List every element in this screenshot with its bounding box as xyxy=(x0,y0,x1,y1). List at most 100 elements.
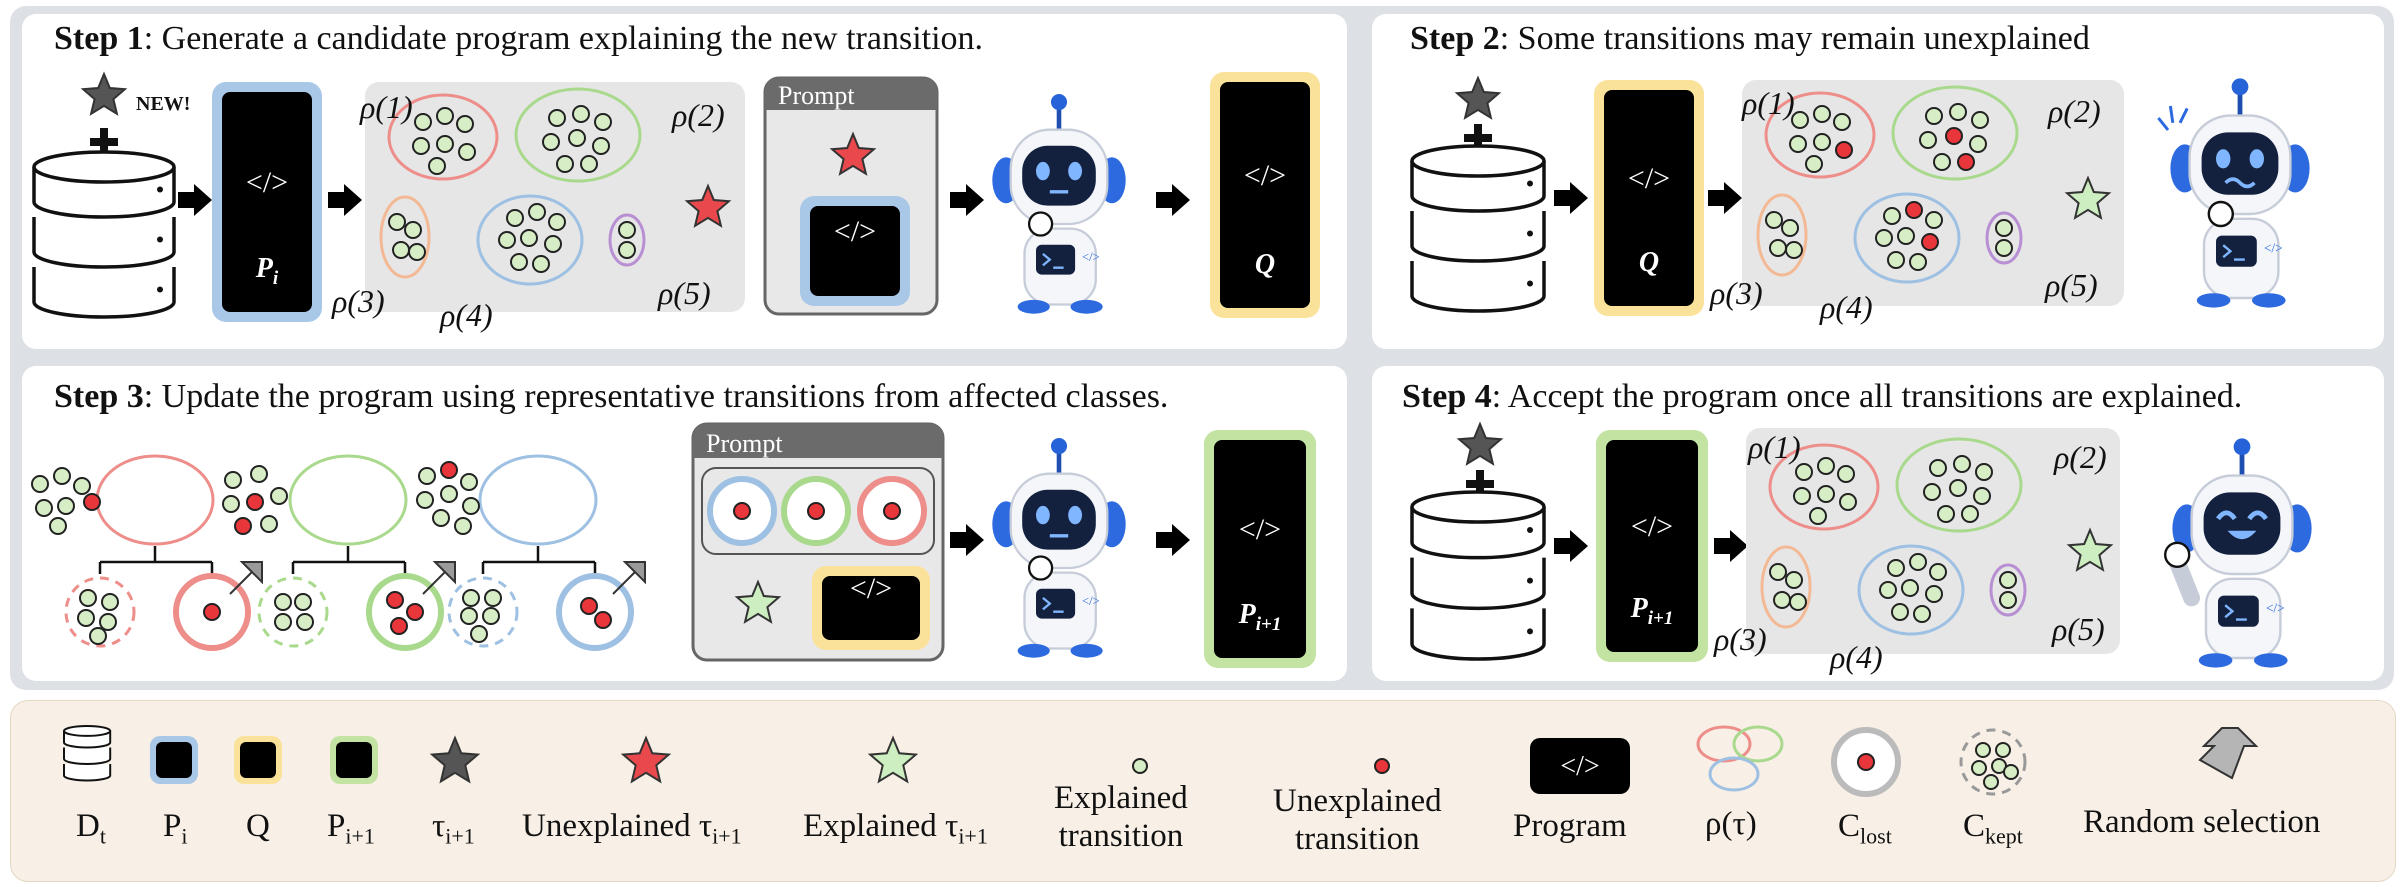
class-label-2: ρ(2) xyxy=(2053,439,2107,475)
database-icon xyxy=(1410,490,1546,661)
unexplained-transition-dot xyxy=(1921,233,1939,251)
explained-transition-dot xyxy=(572,105,590,123)
explained-transition-dot xyxy=(1969,135,1987,153)
explained-transition-dot xyxy=(1891,603,1909,621)
explained-transition-dot xyxy=(510,253,528,271)
explained-transition-dot xyxy=(53,467,71,485)
explained-transition-dot xyxy=(1781,219,1799,237)
robot-hand xyxy=(2207,200,2235,228)
class-label-1: ρ(1) xyxy=(1747,429,1801,465)
class-label-3: ρ(3) xyxy=(331,283,385,319)
unexplained-transition-dot xyxy=(1835,141,1853,159)
explained-transition-dot xyxy=(436,107,454,125)
explained-transition-dot xyxy=(1909,553,1927,571)
new-transition-star-icon xyxy=(1454,75,1502,120)
legend-q-label: Q xyxy=(246,808,270,844)
robot-foot xyxy=(1017,643,1050,658)
robot-antenna-tip xyxy=(2233,438,2251,456)
unexplained-transition-dot xyxy=(580,597,598,615)
robot-eye xyxy=(1036,505,1050,525)
unexplained-transition-dot xyxy=(1374,758,1390,774)
explained-transition-dot xyxy=(1953,455,1971,473)
explained-transition-dot xyxy=(388,213,406,231)
class-ring-1 xyxy=(387,93,499,181)
random-selection-arrow-icon xyxy=(422,561,456,595)
robot-chest-glyph xyxy=(2222,244,2245,261)
robot-mouth xyxy=(2227,530,2257,540)
explained-transition-dot xyxy=(542,133,560,151)
database-layer xyxy=(63,747,112,765)
class-label-3: ρ(3) xyxy=(1709,275,1763,311)
class-ring-2 xyxy=(1891,85,2019,181)
robot-eye xyxy=(2249,149,2264,169)
explained-transition-dot xyxy=(404,221,422,239)
robot-face xyxy=(2203,492,2281,555)
explained-transition-dot xyxy=(1929,459,1947,477)
database-led xyxy=(1527,230,1533,237)
explained-transition-dot xyxy=(462,589,480,607)
explained-transition-dot xyxy=(548,109,566,127)
database-led xyxy=(157,236,163,243)
robot-antenna-tip xyxy=(1050,94,1068,111)
robot-foot xyxy=(1017,299,1050,314)
explained-transition-dot xyxy=(1937,505,1955,523)
robot-chest-glyph xyxy=(1042,253,1064,269)
legend-rho-ring xyxy=(1696,725,1752,763)
explained-transition-dot xyxy=(260,515,278,533)
explained-transition-dot xyxy=(1817,485,1835,503)
robot-foot xyxy=(2252,293,2286,308)
arrow-icon xyxy=(950,524,984,556)
transition-space xyxy=(1746,428,2120,654)
legend-random-selection-label: Random selection xyxy=(2083,804,2321,840)
robot-fist xyxy=(2163,541,2191,569)
explained-transition-dot xyxy=(458,143,476,161)
plus-icon xyxy=(1464,134,1492,142)
explained-transition-dot xyxy=(1925,107,1943,125)
explained-transition-dot xyxy=(1923,483,1941,501)
unexplained-transition-dot xyxy=(246,493,264,511)
explained-transition-dot xyxy=(1837,465,1855,483)
explained-transition-dot xyxy=(1961,505,1979,523)
program-label-sub: i+1 xyxy=(1648,608,1674,629)
explained-transition-dot xyxy=(1839,493,1857,511)
explained-transition-dot xyxy=(1999,591,2017,609)
explained-transition-dot xyxy=(392,241,410,259)
program-label-sub: i+1 xyxy=(1256,614,1282,635)
new-badge: NEW! xyxy=(136,93,190,115)
step4-title: Step 4: Accept the program once all tran… xyxy=(1402,378,2243,415)
explained-transition-dot xyxy=(470,625,488,643)
robot-code-mark: </> xyxy=(1082,250,1100,264)
explained-transition-dot xyxy=(1765,211,1783,229)
explained-transition-dot xyxy=(482,607,500,625)
unexplained-transition-dot xyxy=(1857,753,1875,771)
explained-transition-dot xyxy=(528,203,546,221)
plus-icon xyxy=(1466,480,1494,488)
legend-random-selection-arrow-icon xyxy=(2198,727,2259,780)
robot-eye xyxy=(1036,161,1050,181)
explained-transition-dot xyxy=(1949,479,1967,497)
tree-branch xyxy=(291,546,407,574)
robot-foot xyxy=(1070,299,1103,314)
arrow-icon xyxy=(1554,530,1588,562)
explained-transition-dot xyxy=(1909,253,1927,271)
tree-branch xyxy=(98,546,214,574)
explained-transition-dot xyxy=(1785,571,1803,589)
explained-transition-dot xyxy=(484,589,502,607)
database-led xyxy=(1527,577,1533,584)
explained-transition-dot xyxy=(2003,764,2019,780)
robot-code-mark: </> xyxy=(2266,600,2285,615)
robot-eye xyxy=(2216,149,2231,169)
parent-class-ring xyxy=(478,454,598,546)
explained-transition-dot xyxy=(1897,227,1915,245)
explained-transition-dot xyxy=(618,221,636,239)
code-glyph: </> xyxy=(834,215,876,248)
legend-ckept-label: Ckept xyxy=(1963,808,2023,849)
explained-transition-dot xyxy=(1791,111,1809,129)
explained-transition-dot xyxy=(1995,742,2011,758)
legend-background xyxy=(10,700,2396,882)
class-label-4: ρ(4) xyxy=(1819,289,1873,325)
unexplained-transition-dot xyxy=(733,502,751,520)
prompt-header xyxy=(765,78,937,110)
